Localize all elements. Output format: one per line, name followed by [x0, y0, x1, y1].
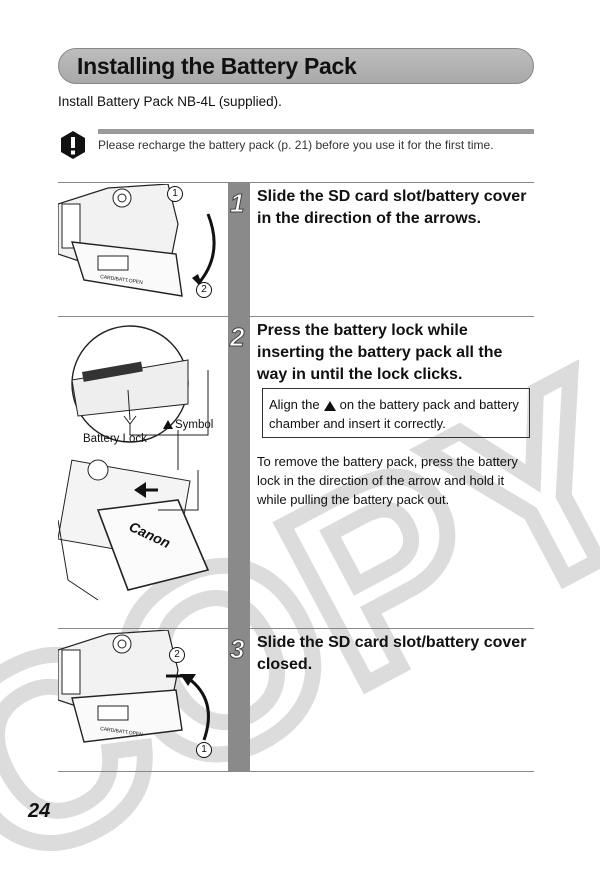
step-1-number: 1	[229, 188, 245, 219]
note-text-end: on the battery pack and battery chamber …	[269, 397, 519, 431]
step-2-illustration: Canon	[58, 325, 210, 601]
step-2-number: 2	[229, 322, 245, 353]
page-title: Installing the Battery Pack	[77, 53, 357, 79]
divider	[58, 628, 534, 629]
step-3-illustration: CARD/BATT.OPEN	[58, 630, 210, 743]
step-2-bar	[228, 317, 250, 628]
step-1-title: Slide the SD card slot/battery cover in …	[257, 188, 527, 227]
title-bar: Installing the Battery Pack	[58, 48, 534, 84]
divider	[58, 771, 534, 772]
divider	[58, 182, 534, 183]
step-2-title: Press the battery lock while inserting t…	[257, 322, 503, 383]
cover-text: CARD/BATT.OPEN	[100, 274, 144, 286]
symbol-label-text: Symbol	[175, 419, 214, 431]
symbol-label: Symbol	[163, 419, 213, 431]
step-3-mark: 1	[196, 742, 212, 758]
caution-text: Please recharge the battery pack (p. 21)…	[98, 138, 494, 152]
step-1-illustration: CARD/BATT.OPEN	[58, 184, 216, 297]
note-text-start: Align the	[269, 397, 320, 412]
triangle-symbol-icon	[323, 400, 336, 411]
step-3-number: 3	[229, 634, 245, 665]
cover-text: CARD/BATT.OPEN	[100, 726, 144, 738]
caution-rule	[98, 129, 534, 134]
caution-icon	[61, 131, 85, 159]
intro-text: Install Battery Pack NB-4L (supplied).	[58, 94, 282, 109]
battery-lock-label: Battery Lock	[83, 433, 147, 445]
step-1-mark: 2	[196, 282, 212, 298]
step-1-mark: 1	[167, 186, 183, 202]
divider	[58, 316, 534, 317]
step-3-mark: 2	[169, 647, 185, 663]
triangle-symbol-icon	[163, 420, 173, 430]
removal-instructions: To remove the battery pack, press the ba…	[257, 454, 518, 507]
step-3-bar	[228, 629, 250, 771]
page-number: 24	[28, 800, 51, 822]
step-3-title: Slide the SD card slot/battery cover clo…	[257, 634, 527, 673]
step-1-bar	[228, 183, 250, 316]
